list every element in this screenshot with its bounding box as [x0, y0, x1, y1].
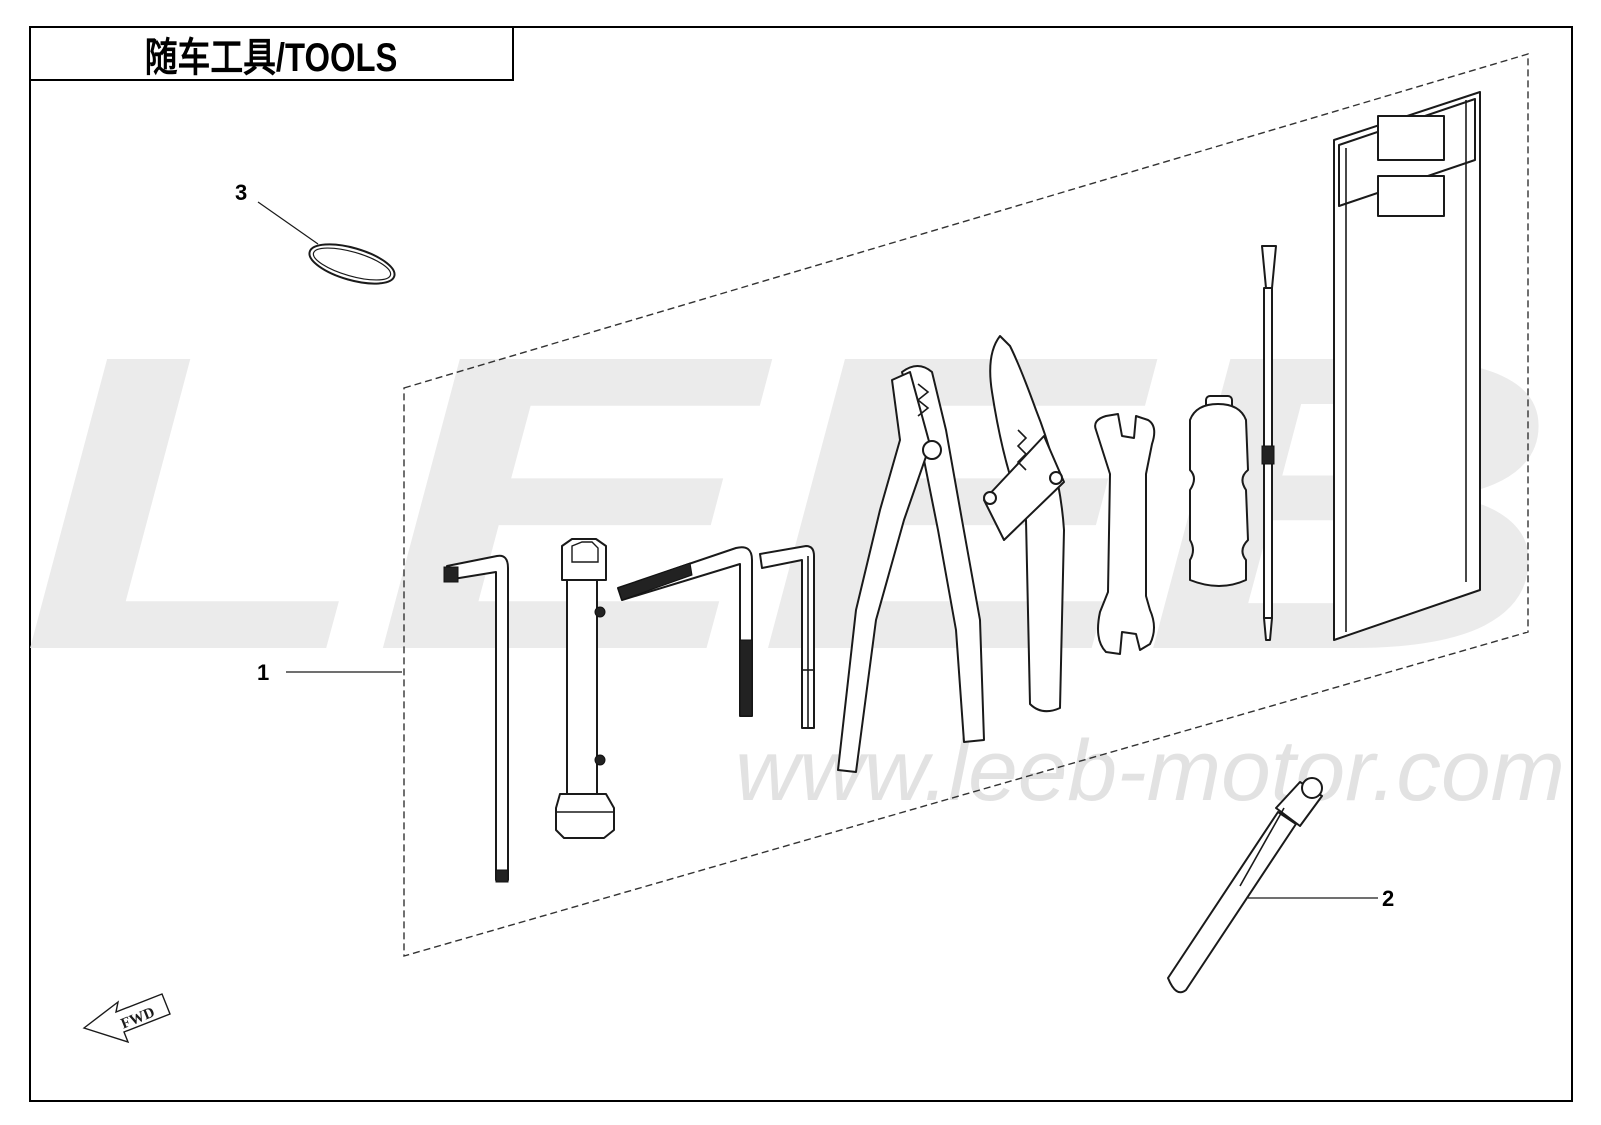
- fwd-arrow-icon: FWD: [82, 993, 171, 1044]
- tool-bag: [1333, 91, 1481, 641]
- hex-l-key: [443, 554, 509, 883]
- leader-line-3: [257, 201, 319, 245]
- tire-pressure-gauge: [1167, 777, 1323, 994]
- watermark-url: www.leeb-motor.com: [735, 723, 1565, 819]
- l-bar-threaded: [617, 546, 753, 717]
- callout-2: 2: [1382, 886, 1394, 911]
- callout-3: 3: [235, 180, 247, 205]
- hook-spanner: [983, 335, 1065, 713]
- open-end-wrench: [1094, 413, 1156, 655]
- screwdriver-shaft: [1261, 245, 1277, 641]
- box-spanner: [555, 538, 615, 839]
- o-ring-inner: [312, 247, 392, 281]
- screwdriver-handle: [1189, 395, 1249, 587]
- o-ring: [308, 243, 396, 285]
- pliers: [837, 365, 985, 773]
- drawing-frame: [29, 26, 1573, 1102]
- title-box: 随车工具/TOOLS: [29, 26, 514, 81]
- watermark-logo: LEEB: [20, 269, 1560, 738]
- small-hex-key: [759, 545, 815, 729]
- tool-kit-board: [403, 53, 1529, 957]
- page-title: 随车工具/TOOLS: [145, 35, 398, 80]
- callout-1: 1: [257, 660, 269, 685]
